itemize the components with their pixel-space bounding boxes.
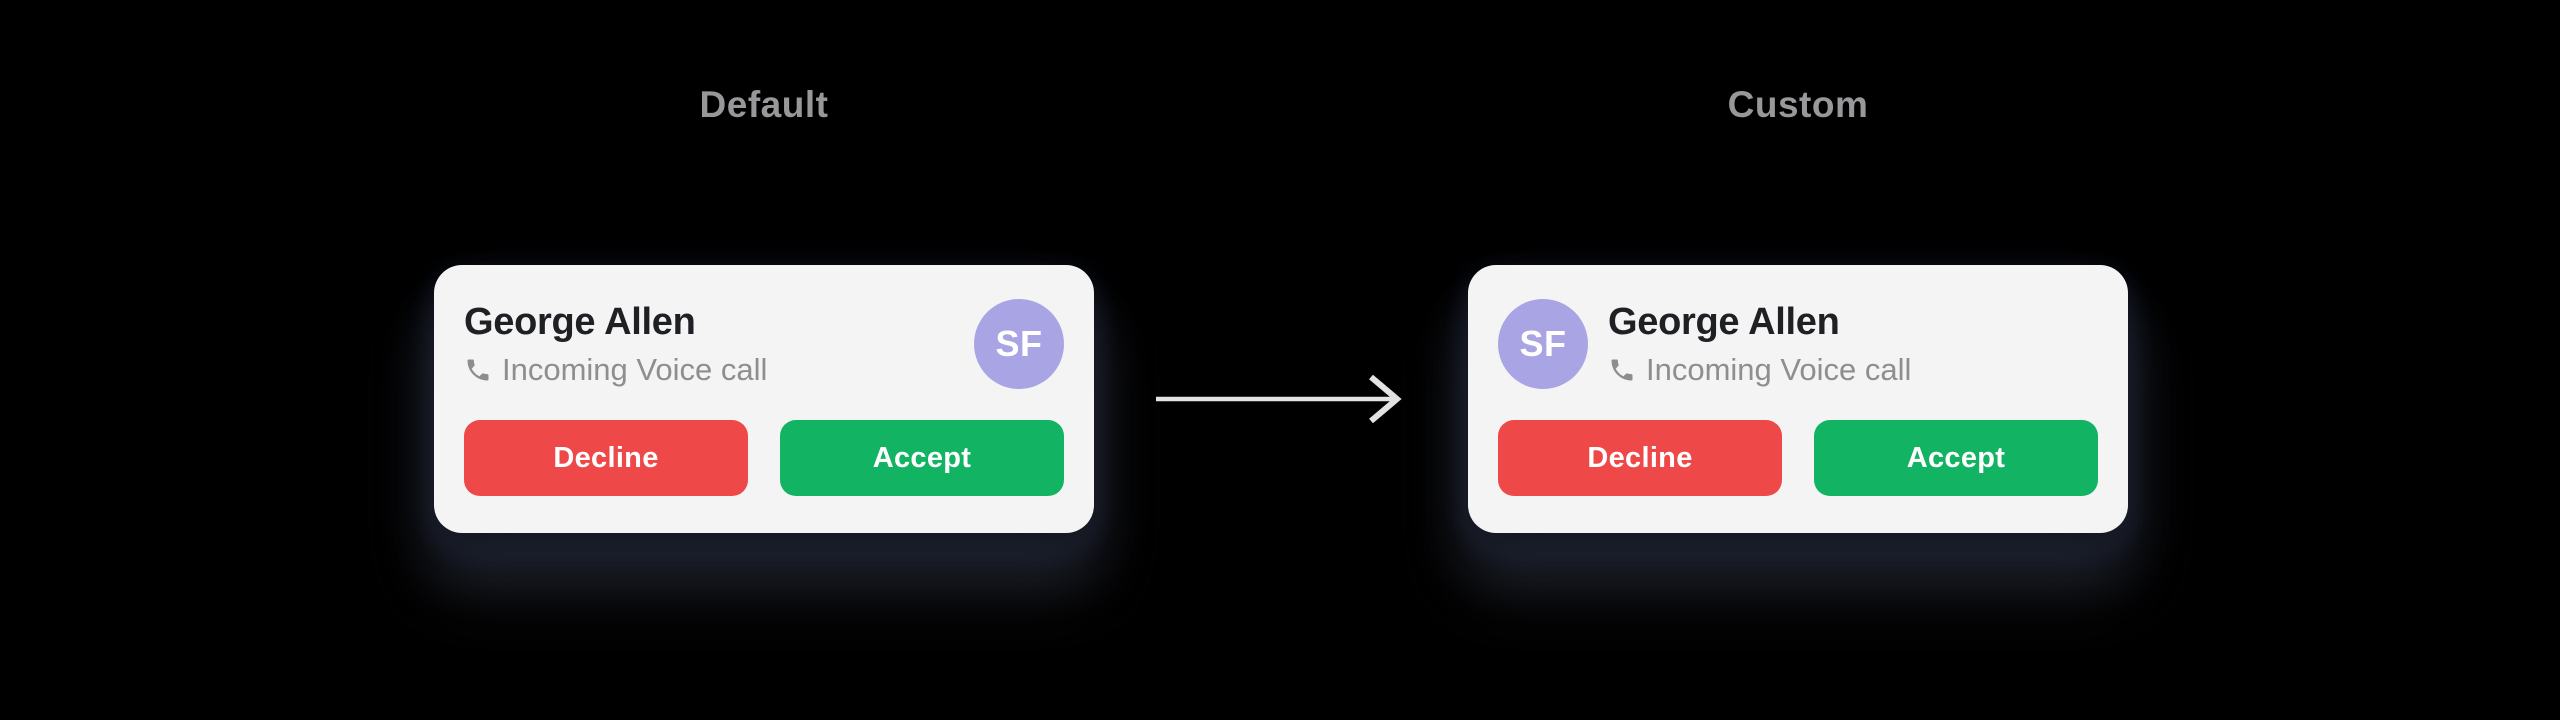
caller-info: George Allen Incoming Voice call bbox=[464, 301, 767, 387]
caller-name: George Allen bbox=[1608, 301, 1840, 344]
accept-button[interactable]: Accept bbox=[780, 420, 1064, 496]
avatar: SF bbox=[1498, 299, 1588, 389]
section-title-custom: Custom bbox=[1727, 84, 1869, 125]
arrow-right-icon bbox=[1156, 374, 1402, 424]
phone-receiver-icon bbox=[1608, 356, 1636, 384]
card-header: George Allen Incoming Voice call SF bbox=[464, 297, 1064, 391]
call-actions: Decline Accept bbox=[464, 420, 1064, 496]
decline-button[interactable]: Decline bbox=[464, 420, 748, 496]
call-type-label: Incoming Voice call bbox=[502, 351, 768, 387]
call-type-row: Incoming Voice call bbox=[464, 351, 768, 387]
section-title-default: Default bbox=[699, 84, 829, 125]
call-card-custom: SF George Allen Incoming Voice call Decl… bbox=[1468, 265, 2128, 533]
caller-name: George Allen bbox=[464, 301, 696, 344]
accept-button[interactable]: Accept bbox=[1814, 420, 2098, 496]
caller-info: George Allen Incoming Voice call bbox=[1608, 301, 1911, 387]
call-actions: Decline Accept bbox=[1498, 420, 2098, 496]
decline-button[interactable]: Decline bbox=[1498, 420, 1782, 496]
call-type-label: Incoming Voice call bbox=[1646, 351, 1912, 387]
avatar-initials: SF bbox=[1519, 323, 1567, 364]
avatar-initials: SF bbox=[995, 323, 1043, 364]
phone-receiver-icon bbox=[464, 356, 492, 384]
call-card-default: George Allen Incoming Voice call SF Decl… bbox=[434, 265, 1094, 533]
avatar: SF bbox=[974, 299, 1064, 389]
card-header: SF George Allen Incoming Voice call bbox=[1498, 297, 2098, 391]
call-type-row: Incoming Voice call bbox=[1608, 351, 1912, 387]
